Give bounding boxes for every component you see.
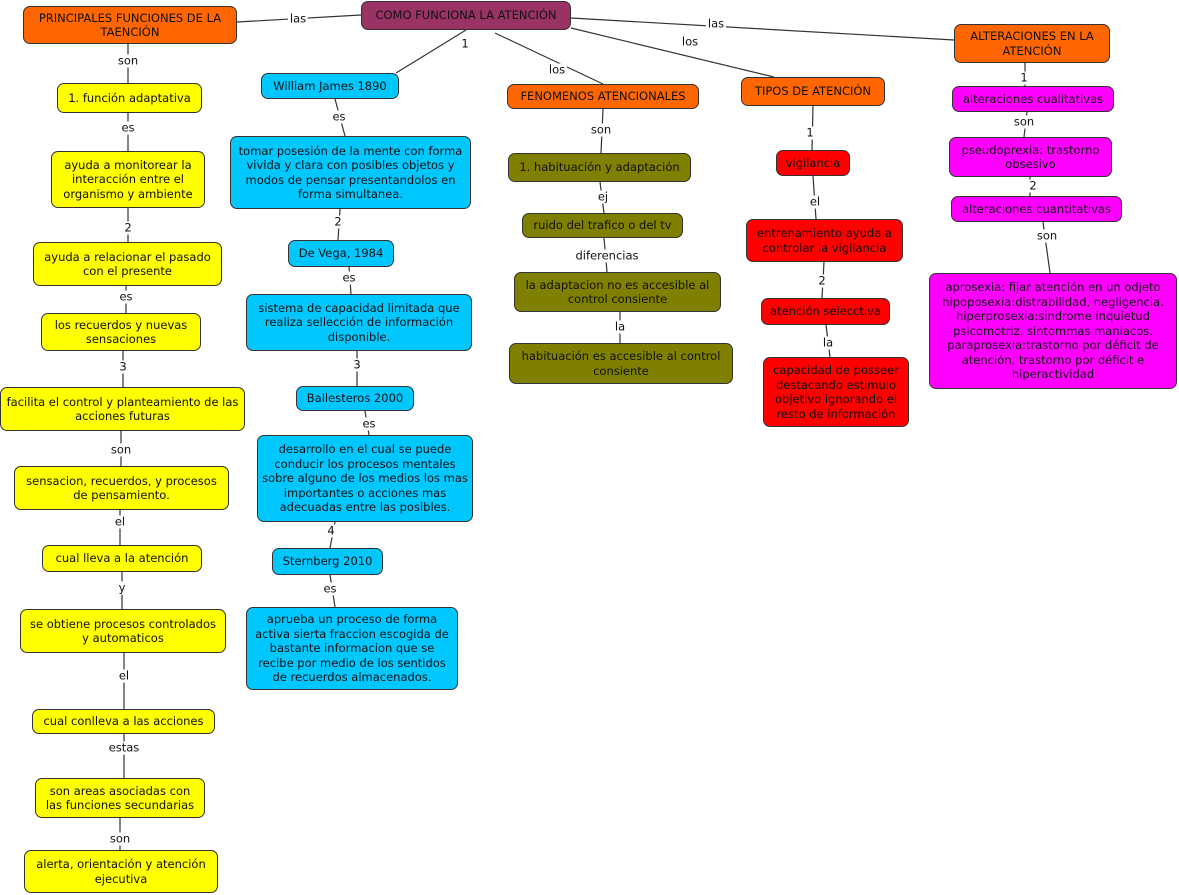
link-label: son (588, 122, 614, 137)
fenomeno-node[interactable]: 1. habituación y adaptación (508, 153, 691, 182)
alteracion-node[interactable]: alteraciones cualitativas (952, 86, 1114, 112)
definicion-node[interactable]: tomar posesión de la mente con forma viv… (230, 136, 471, 209)
link-label: estas (106, 740, 142, 755)
link-label: el (116, 668, 132, 683)
link-label: son (1034, 228, 1060, 243)
link-label: ej (595, 189, 611, 204)
autor-node[interactable]: Ballesteros 2000 (296, 386, 414, 411)
funcion-node[interactable]: facilita el control y planteamiento de l… (0, 387, 245, 431)
link-label: 2 (332, 214, 344, 229)
link-label: 1 (1018, 70, 1030, 85)
link-label: y (116, 580, 128, 595)
link-label: 3 (117, 359, 129, 374)
tipo-node[interactable]: vigilancia (776, 150, 850, 176)
link-label: es (340, 270, 358, 285)
funcion-node[interactable]: cual conlleva a las acciones (32, 709, 215, 734)
link-label: son (107, 831, 133, 846)
tipo-node[interactable]: entrenamiento ayuda a controlar la vigil… (746, 219, 903, 262)
definicion-node[interactable]: desarrollo en el cual se puede conducir … (257, 435, 473, 522)
definicion-node[interactable]: sistema de capacidad limitada que realiz… (246, 294, 472, 351)
link-label: la (820, 335, 836, 350)
principales-funciones-node[interactable]: PRINCIPALES FUNCIONES DE LA TAENCIÓN (23, 6, 237, 44)
funcion-node[interactable]: ayuda a monitorear la interacción entre … (51, 151, 205, 208)
autor-node[interactable]: De Vega, 1984 (288, 240, 394, 267)
funcion-node[interactable]: alerta, orientación y atención ejecutiva (24, 850, 218, 893)
alteracion-node[interactable]: aprosexia: fijar atención en un odjeto h… (929, 273, 1177, 389)
link-label: las (705, 16, 727, 31)
tipos-node[interactable]: TIPOS DE ATENCIÓN (741, 77, 885, 106)
link-label: el (807, 194, 823, 209)
funcion-node[interactable]: cual lleva a la atención (42, 545, 202, 572)
autor-node[interactable]: Sternberg 2010 (272, 548, 383, 575)
link-label: el (112, 514, 128, 529)
link-label: es (330, 109, 348, 124)
autor-node[interactable]: William James 1890 (261, 73, 399, 99)
tipo-node[interactable]: atención selecctiva (761, 298, 890, 325)
funcion-node[interactable]: ayuda a relacionar el pasado con el pres… (33, 242, 222, 286)
link-label: los (546, 62, 568, 77)
alteracion-node[interactable]: alteraciones cuantitativas (951, 196, 1122, 222)
link-label: 2 (816, 273, 828, 288)
central-node[interactable]: COMO FUNCIONA LA ATENCIÓN (361, 1, 571, 30)
funcion-node[interactable]: los recuerdos y nuevas sensaciones (41, 313, 201, 351)
funcion-node[interactable]: 1. función adaptativa (57, 83, 202, 113)
definicion-node[interactable]: aprueba un proceso de forma activa siert… (246, 607, 458, 690)
fenomeno-node[interactable]: ruido del trafico o del tv (522, 213, 683, 238)
alteracion-node[interactable]: pseudoprexia: trastorno obsesivo (949, 137, 1112, 177)
link-label: es (117, 289, 135, 304)
link-label: 2 (122, 220, 134, 235)
funcion-node[interactable]: se obtiene procesos controlados y automa… (20, 609, 226, 653)
link-label: 3 (351, 357, 363, 372)
link-label: es (360, 416, 378, 431)
link-label: los (679, 34, 701, 49)
fenomeno-node[interactable]: habituación es accesible al control cons… (509, 343, 733, 384)
link-label: son (108, 442, 134, 457)
link-label: 4 (325, 523, 337, 538)
link-label: son (115, 53, 141, 68)
fenomenos-node[interactable]: FENOMENOS ATENCIONALES (507, 84, 699, 109)
link-label: 1 (804, 125, 816, 140)
tipo-node[interactable]: capacidad de posseer destacando estimulo… (763, 357, 909, 427)
link-label: 1 (459, 36, 471, 51)
link-label: las (287, 11, 309, 26)
funcion-node[interactable]: sensacion, recuerdos, y procesos de pens… (14, 466, 229, 510)
link-label: es (321, 581, 339, 596)
alteraciones-node[interactable]: ALTERACIONES EN LA ATENCIÓN (954, 24, 1110, 63)
link-label: son (1011, 114, 1037, 129)
funcion-node[interactable]: son areas asociadas con las funciones se… (35, 778, 205, 818)
link-label: diferencias (573, 248, 641, 263)
link-label: es (119, 120, 137, 135)
link-label: 2 (1027, 178, 1039, 193)
fenomeno-node[interactable]: la adaptacion no es accesible al control… (514, 272, 721, 312)
link-label: la (612, 319, 628, 334)
